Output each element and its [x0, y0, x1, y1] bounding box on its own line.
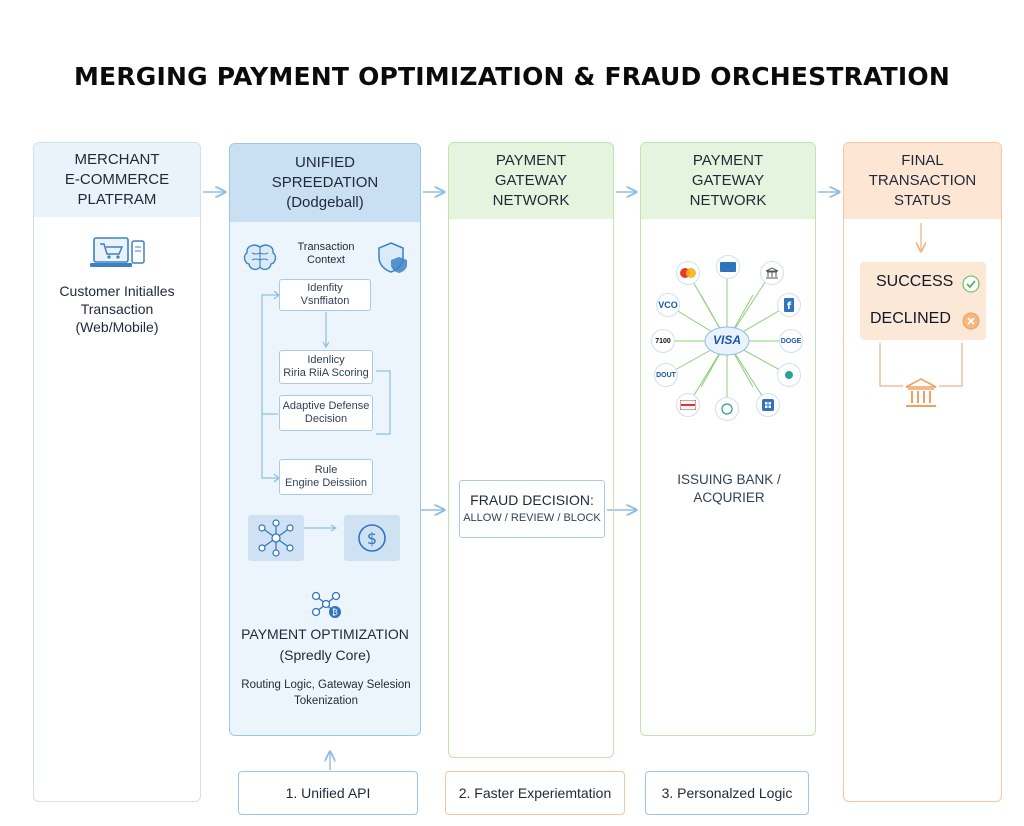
svg-text:₿: ₿ — [332, 608, 338, 617]
final-header-line: STATUS — [894, 192, 951, 209]
caption-line: ISSUING BANK / — [677, 472, 781, 487]
merchant-text-line: Customer Initialles — [59, 283, 175, 299]
unified-column: UNIFIED SPREEDATION (Dodgeball) Transact… — [229, 143, 421, 736]
unified-header-line: (Dodgeball) — [286, 194, 364, 211]
fb-node-icon: f — [777, 293, 801, 317]
step-text: Riria RiiA Scoring — [283, 367, 369, 379]
gateway-header-line: NETWORK — [689, 192, 767, 209]
unified-header: UNIFIED SPREEDATION (Dodgeball) — [230, 144, 420, 222]
network-spokes — [663, 269, 791, 409]
personalized-logic-box: 3. Personalzed Logic — [645, 771, 809, 815]
fraud-decision-options: ALLOW / REVIEW / BLOCK — [463, 512, 601, 524]
final-header: FINAL TRANSACTION STATUS — [844, 143, 1001, 219]
context-line: Transaction — [297, 241, 355, 253]
gateway-header-line: PAYMENT — [692, 152, 764, 169]
step-text: Idenlicy — [307, 354, 345, 366]
visa-hub-label: VISA — [712, 333, 741, 347]
gateway-header-2: PAYMENT GATEWAY NETWORK — [641, 143, 815, 219]
optimization-icon: ₿ — [311, 591, 341, 618]
optimization-subtitle: (Spredly Core) — [279, 647, 371, 663]
network-icon — [248, 515, 304, 561]
provider-node-icon — [716, 255, 740, 279]
merchant-header-line: MERCHANT — [74, 151, 160, 168]
optimization-details: Routing Logic, Gateway Selesion Tokeniza… — [230, 677, 422, 709]
gateway-header-line: GATEWAY — [494, 172, 568, 189]
dot-node-icon — [777, 363, 801, 387]
merchant-header: MERCHANT E-COMMERCE PLATFRAM — [34, 143, 200, 217]
merchant-description: Customer Initialles Transaction (Web/Mob… — [34, 282, 200, 336]
vco-node-icon: VCO — [656, 293, 680, 317]
merchant-text-line: (Web/Mobile) — [75, 319, 159, 335]
check-icon — [962, 275, 980, 293]
svg-text:$: $ — [367, 529, 377, 548]
context-line: Context — [307, 254, 345, 266]
success-label: SUCCESS — [876, 273, 954, 290]
gateway-header-1: PAYMENT GATEWAY NETWORK — [449, 143, 613, 219]
shield-icon — [378, 242, 407, 273]
status-panel: SUCCESS DECLINED — [860, 262, 986, 340]
payment-gateway-column-2: PAYMENT GATEWAY NETWORK VISA VCO f 7100 … — [640, 142, 816, 736]
optimization-title: PAYMENT OPTIMIZATION — [241, 626, 409, 642]
detail-line: Routing Logic, Gateway Selesion — [241, 679, 411, 691]
unified-header-line: UNIFIED — [295, 154, 355, 171]
svg-text:f: f — [787, 301, 792, 312]
grid-node-icon — [756, 393, 780, 417]
step-text: Decision — [304, 413, 348, 425]
final-status-column: FINAL TRANSACTION STATUS — [843, 142, 1002, 802]
brain-icon — [243, 244, 277, 271]
faster-experimentation-box: 2. Faster Experiemtation — [445, 771, 625, 815]
bank-icon — [903, 375, 939, 411]
gateway-header-line: GATEWAY — [691, 172, 765, 189]
issuing-bank-caption: ISSUING BANK / ACQURIER — [641, 471, 817, 507]
transaction-context-label: Transaction Context — [286, 241, 366, 267]
final-header-line: TRANSACTION — [868, 172, 977, 189]
page-title: MERGING PAYMENT OPTIMIZATION & FRAUD ORC… — [73, 62, 951, 91]
gateway-header-line: NETWORK — [492, 192, 570, 209]
dollar-icon: $ — [344, 515, 400, 561]
coin-node-icon — [715, 397, 739, 421]
final-header-line: FINAL — [901, 152, 944, 169]
doge-node-icon: DOGE — [779, 329, 803, 353]
dout-node-icon: DOUT — [654, 363, 678, 387]
step-text: Rule — [314, 464, 338, 476]
unified-api-box: 1. Unified API — [238, 771, 418, 815]
merchant-column: MERCHANT E-COMMERCE PLATFRAM Customer In… — [33, 142, 201, 802]
mastercard-node-icon — [676, 261, 700, 285]
detail-line: Tokenization — [294, 695, 358, 707]
merchant-header-line: E-COMMERCE — [64, 171, 170, 188]
x-icon — [962, 312, 980, 330]
caption-line: ACQURIER — [693, 490, 765, 505]
fraud-decision-box: FRAUD DECISION: ALLOW / REVIEW / BLOCK — [459, 480, 605, 538]
gateway-header-line: PAYMENT — [495, 152, 567, 169]
bank-node-icon — [760, 261, 784, 285]
merchant-text-line: Transaction — [80, 301, 154, 317]
unified-header-line: SPREEDATION — [271, 174, 379, 191]
step-text: Vsnffiaton — [300, 295, 350, 307]
shopping-cart-laptop-icon — [90, 237, 145, 267]
payment-gateway-column-1: PAYMENT GATEWAY NETWORK FRAUD DECISION: … — [448, 142, 614, 758]
declined-label: DECLINED — [870, 310, 951, 327]
fraud-decision-title: FRAUD DECISION: — [470, 492, 594, 508]
merchant-header-line: PLATFRAM — [77, 191, 157, 208]
step-text: Idenfity — [307, 282, 343, 294]
step-text: Engine Deissiion — [285, 477, 367, 489]
card-node-icon — [676, 393, 700, 417]
step-text: Adaptive Defense — [282, 400, 370, 412]
7100-node-icon: 7100 — [651, 329, 675, 353]
